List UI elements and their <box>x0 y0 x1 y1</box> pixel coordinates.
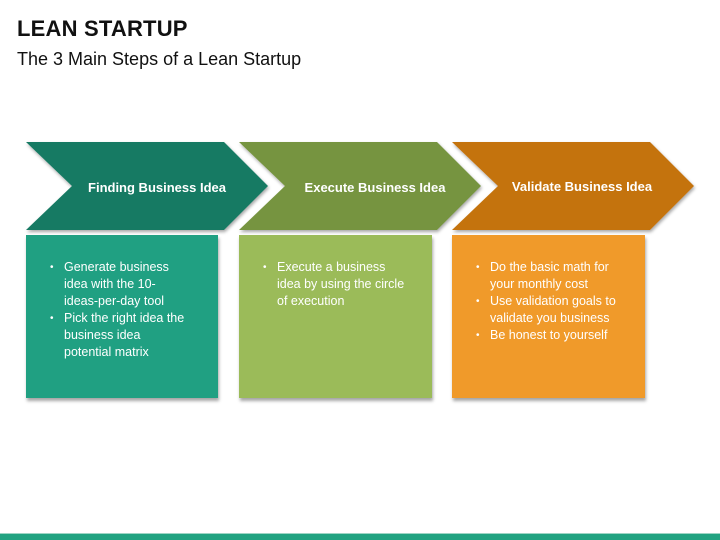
page-subtitle: The 3 Main Steps of a Lean Startup <box>17 49 302 69</box>
bullet-item: Do the basic math for your monthly cost <box>476 259 645 293</box>
step-3-bullet-list: Do the basic math for your monthly cost … <box>452 235 645 344</box>
step-1-label: Finding Business Idea <box>88 180 226 195</box>
step-1-bullet-list: Generate business idea with the 10- idea… <box>26 235 218 361</box>
bullet-item: Generate business idea with the 10- idea… <box>50 259 218 310</box>
chevron-step-3 <box>452 142 694 230</box>
bullet-item: Use validation goals to validate you bus… <box>476 293 645 327</box>
page-title: LEAN STARTUP <box>17 16 188 41</box>
step-2-details-box: Execute a business idea by using the cir… <box>239 235 432 398</box>
chevron-step-2 <box>239 142 481 230</box>
step-2-label: Execute Business Idea <box>304 180 446 195</box>
bullet-item: Pick the right idea the business idea po… <box>50 310 218 361</box>
bullet-item: Execute a business idea by using the cir… <box>263 259 432 310</box>
footer-bar <box>0 533 720 540</box>
step-1-details-box: Generate business idea with the 10- idea… <box>26 235 218 398</box>
chevron-step-1 <box>26 142 268 230</box>
step-3-details-box: Do the basic math for your monthly cost … <box>452 235 645 398</box>
bullet-item: Be honest to yourself <box>476 327 645 344</box>
step-3-label: Validate Business Idea <box>511 179 653 194</box>
step-2-bullet-list: Execute a business idea by using the cir… <box>239 235 432 310</box>
